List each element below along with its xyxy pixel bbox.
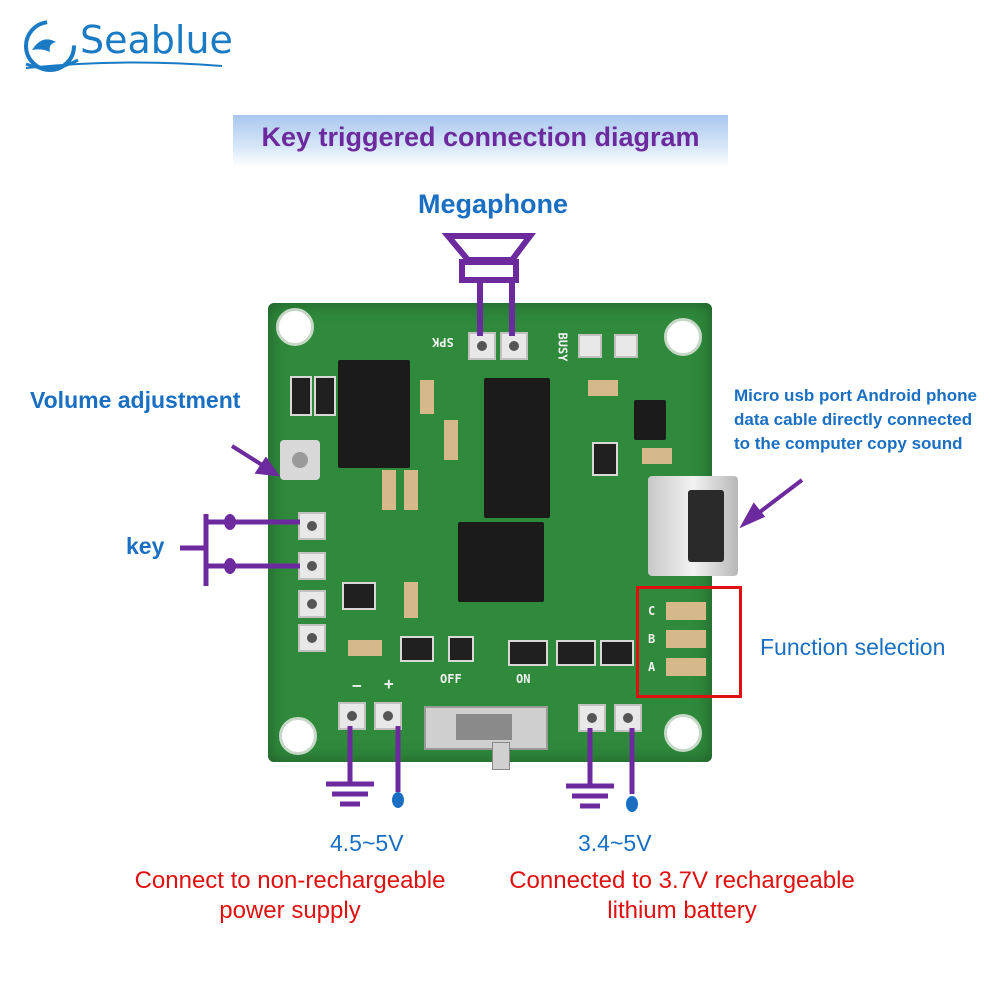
mounting-hole-tl [276,308,314,346]
title-banner [233,115,728,167]
smd-diode-1 [592,442,618,476]
smd-res-5 [404,582,418,618]
silk-spk: SPK [432,335,454,349]
chip-flash [458,522,544,602]
usb-arrow-icon [739,478,804,529]
left-desc-line-1: Connect to non-rechargeable [134,867,446,894]
power-slide-switch[interactable] [424,706,548,750]
silk-b: B [648,632,656,646]
silk-a: A [648,660,656,674]
logo-underline [25,61,223,69]
chip-regulator [634,400,666,440]
function-selection-label: Function selection [760,634,946,660]
smd-cap-2 [314,376,336,416]
right-desc-line-1: Connected to 3.7V rechargeable [509,867,855,894]
left-voltage-label: 4.5~5V [330,830,404,856]
right-desc-line-2: lithium battery [607,897,757,924]
power-pad-minus [338,702,366,730]
smd-transistor-2 [400,636,434,662]
mounting-hole-br [664,714,702,752]
chip-amplifier [338,360,410,468]
mounting-hole-tr [664,318,702,356]
left-desc-line-2: power supply [219,897,361,924]
silk-plus: + [384,674,394,693]
func-res-c [666,602,706,620]
silk-c: C [648,604,656,618]
silk-minus: − [352,676,362,695]
usb-label-line-1: Micro usb port Android phone [734,386,978,405]
smd-res-1 [420,380,434,414]
busy-pad-2 [614,334,638,358]
megaphone-label: Megaphone [418,189,569,219]
volume-potentiometer[interactable] [280,440,320,480]
busy-pad-1 [578,334,602,358]
micro-usb-port [648,476,738,576]
usb-label-line-3: to the computer copy sound [734,434,963,453]
left-desc: Connect to non-rechargeable power supply [110,866,470,926]
key-pad-1 [298,512,326,540]
right-voltage-label: 3.4~5V [578,830,652,856]
usb-label: Micro usb port Android phone data cable … [734,384,977,456]
battery-pad-plus [614,704,642,732]
key-pad-3 [298,590,326,618]
power-pad-plus [374,702,402,730]
smd-res-6 [588,380,618,396]
chip-main-ic [484,378,550,518]
battery-pad-minus [578,704,606,732]
page-title: Key triggered connection diagram [261,122,700,152]
key-pad-4 [298,624,326,652]
volume-label: Volume adjustment [30,387,241,413]
smd-cap-1 [290,376,312,416]
smd-transistor-4 [508,640,548,666]
smd-res-4 [404,470,418,510]
silk-on: ON [516,672,531,686]
silk-off: OFF [440,672,462,686]
key-pad-2 [298,552,326,580]
smd-transistor-1 [342,582,376,610]
smd-transistor-6 [600,640,634,666]
right-desc: Connected to 3.7V rechargeable lithium b… [492,866,872,926]
smd-transistor-3 [448,636,474,662]
logo-brand-text: Seablue [80,18,233,62]
smd-transistor-5 [556,640,596,666]
smd-res-8 [348,640,382,656]
key-label: key [126,533,165,559]
smd-res-2 [444,420,458,460]
usb-label-line-2: data cable directly connected [734,410,973,429]
wave-logo-icon [24,20,79,72]
function-selection-box [636,586,742,698]
func-res-b [666,630,706,648]
spk-pad-1 [468,332,496,360]
smd-res-7 [642,448,672,464]
func-res-a [666,658,706,676]
switch-knob[interactable] [492,742,510,770]
mounting-hole-bl [279,717,317,755]
silk-busy: BUSY [555,332,570,362]
smd-res-3 [382,470,396,510]
spk-pad-2 [500,332,528,360]
